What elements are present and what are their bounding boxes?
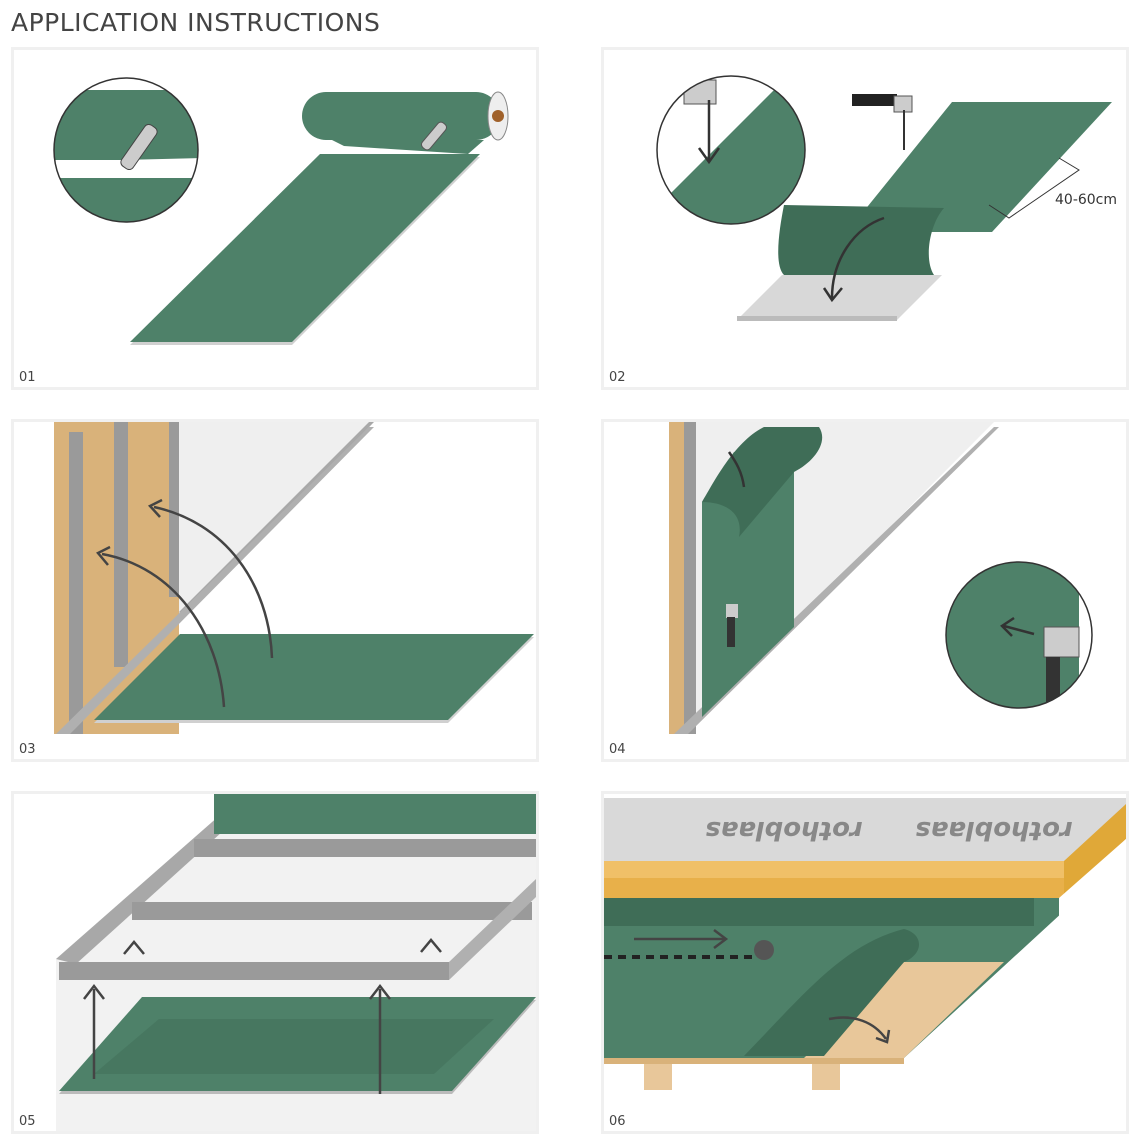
arrow-icon — [101, 552, 226, 708]
detail-circle — [945, 561, 1093, 709]
step-01-panel: 01 — [11, 47, 539, 390]
step-number: 04 — [609, 742, 626, 757]
detail-circle — [53, 77, 199, 223]
membrane-sheet — [702, 452, 794, 717]
step-number: 06 — [609, 1114, 626, 1129]
step-06-illustration: rothoblaas rothoblaas — [604, 798, 1126, 1090]
arrow-icon — [830, 216, 885, 299]
arrow-icon — [634, 929, 891, 1044]
step-05-panel: 05 — [11, 791, 539, 1134]
step-04-illustration — [669, 422, 1093, 734]
step-01-illustration — [53, 77, 509, 345]
detail-circle — [656, 75, 806, 225]
step-02-illustration: 40-60cm — [656, 75, 1117, 321]
stapler-icon — [726, 604, 738, 618]
step-03-panel: 03 — [11, 419, 539, 762]
membrane-sheet — [847, 102, 1112, 232]
membrane-roll — [778, 205, 944, 275]
page-title: APPLICATION INSTRUCTIONS — [11, 8, 381, 37]
step-04-panel: 04 — [601, 419, 1129, 762]
tape-roll-icon — [754, 940, 774, 960]
arrow-icon — [727, 451, 746, 488]
arrow-icon — [153, 505, 274, 659]
arrow-icon — [83, 938, 442, 1094]
step-number: 05 — [19, 1114, 36, 1129]
step-number: 01 — [19, 370, 36, 385]
frame-beam — [59, 962, 449, 980]
step-03-illustration — [54, 422, 534, 734]
brand-logo: rothoblaas — [705, 815, 863, 845]
step-number: 03 — [19, 742, 36, 757]
brand-logo: rothoblaas — [915, 815, 1073, 845]
dimension-label: 40-60cm — [1055, 192, 1117, 208]
membrane-sheet — [130, 154, 480, 342]
step-06-panel: rothoblaas rothoblaas 06 — [601, 791, 1129, 1134]
step-number: 02 — [609, 370, 626, 385]
frame-beam — [194, 839, 536, 857]
membrane-sheet — [94, 634, 534, 720]
frame-beam — [132, 902, 532, 920]
stapler-icon — [852, 94, 897, 106]
step-02-panel: 40-60cm 02 — [601, 47, 1129, 390]
step-05-illustration — [56, 794, 536, 1131]
membrane-roll — [302, 92, 500, 140]
cutter-icon — [421, 121, 447, 151]
wood-deck — [804, 962, 1004, 1058]
roof-membrane — [604, 798, 1069, 861]
